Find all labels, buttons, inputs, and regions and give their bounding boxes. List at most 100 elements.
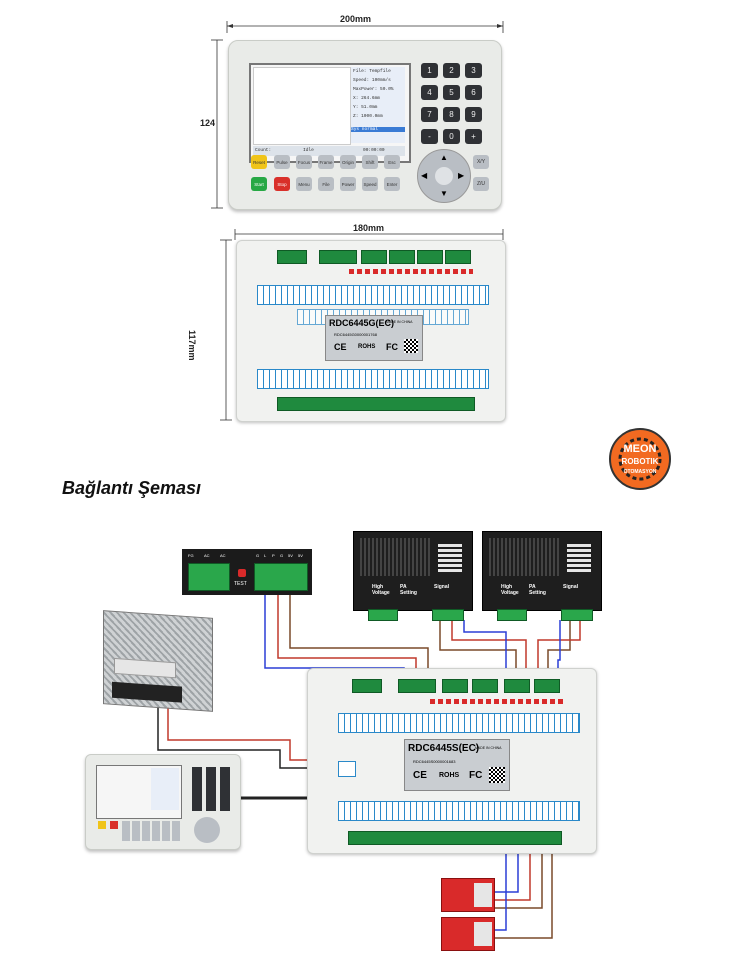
small-start-button[interactable] bbox=[98, 821, 106, 829]
top-terminal-6 bbox=[445, 250, 471, 264]
power-terminals-label-ac2: AC bbox=[220, 553, 226, 558]
board-width-label: 180mm bbox=[353, 223, 385, 233]
screen-file: File: Tempfile bbox=[353, 69, 391, 74]
focus-button[interactable]: Focus bbox=[296, 155, 312, 169]
top-board-made-in: MADE IN CHINA bbox=[386, 320, 413, 324]
direction-pad[interactable]: ▲ ▼ ◀ ▶ bbox=[417, 149, 471, 203]
logo-text-meon: MEON bbox=[624, 443, 657, 455]
main-top-terminal-1 bbox=[352, 679, 382, 693]
top-board: RDC6445G(EC) MADE IN CHINA RDC6445G00000… bbox=[236, 240, 506, 422]
shift-button[interactable]: Shift bbox=[362, 155, 378, 169]
key-2[interactable]: 2 bbox=[443, 63, 460, 78]
top-board-serial: RDC6445G0000001768 bbox=[334, 332, 377, 337]
main-board: RDC6445S(EC) MADE IN CHINA RDC6445S00000… bbox=[307, 668, 597, 854]
controller-panel-small bbox=[85, 754, 241, 850]
direction-pad-center[interactable] bbox=[435, 167, 453, 185]
top-terminal-1 bbox=[277, 250, 307, 264]
driver-1-high-voltage: High Voltage bbox=[372, 584, 390, 596]
key-minus[interactable]: - bbox=[421, 129, 438, 144]
psu-terminals bbox=[112, 681, 182, 703]
board-height-dimension bbox=[220, 239, 232, 421]
limit-switch-1-body bbox=[474, 883, 492, 907]
controller-screen: File: Tempfile Speed: 100mm/s MaxPower: … bbox=[249, 63, 411, 163]
frame-button[interactable]: Frame bbox=[318, 155, 334, 169]
driver-2-terminal-right bbox=[561, 609, 593, 621]
driver-2-pa-setting: PA Setting bbox=[529, 584, 546, 596]
logo-text-robotik: ROBOTIK bbox=[622, 457, 659, 466]
main-top-terminal-4 bbox=[472, 679, 498, 693]
small-direction-pad[interactable] bbox=[194, 817, 220, 843]
arrow-right-icon[interactable]: ▶ bbox=[458, 171, 465, 180]
xy-button[interactable]: X/Y bbox=[473, 155, 489, 169]
file-button[interactable]: File bbox=[318, 177, 334, 191]
screen-info-panel: File: Tempfile Speed: 100mm/s MaxPower: … bbox=[351, 67, 405, 143]
main-power-input bbox=[338, 761, 356, 777]
key-0[interactable]: 0 bbox=[443, 129, 460, 144]
screen-status-bar: Count: Idle 00:00:00 bbox=[253, 146, 405, 156]
main-board-model: RDC6445S(EC) bbox=[408, 743, 480, 754]
start-button[interactable]: Start bbox=[251, 177, 267, 191]
top-terminal-5 bbox=[417, 250, 443, 264]
pulse-button[interactable]: Pulse bbox=[274, 155, 290, 169]
screen-power: MaxPower: 50.0% bbox=[353, 87, 394, 92]
key-4[interactable]: 4 bbox=[421, 85, 438, 100]
top-board-print-row1 bbox=[257, 285, 489, 305]
arrow-up-icon[interactable]: ▲ bbox=[440, 153, 448, 162]
small-screen-info bbox=[151, 768, 179, 810]
controller-height-dimension bbox=[211, 39, 223, 209]
screen-y: Y: 51.0mm bbox=[353, 105, 378, 110]
key-8[interactable]: 8 bbox=[443, 107, 460, 122]
main-ce-mark: CE bbox=[413, 770, 427, 781]
stop-button[interactable]: Stop bbox=[274, 177, 290, 191]
top-board-print-row3 bbox=[257, 369, 489, 389]
key-6[interactable]: 6 bbox=[465, 85, 482, 100]
zu-button[interactable]: Z/U bbox=[473, 177, 489, 191]
ce-mark: CE bbox=[334, 342, 347, 352]
driver-2-dip-switch bbox=[567, 542, 591, 572]
test-label: TEST bbox=[234, 581, 247, 587]
controller-height-label: 124 bbox=[200, 118, 216, 128]
driver-2-terminal-left bbox=[497, 609, 527, 621]
driver-2-signal: Signal bbox=[563, 584, 579, 590]
menu-button[interactable]: Menu bbox=[296, 177, 312, 191]
key-5[interactable]: 5 bbox=[443, 85, 460, 100]
key-3[interactable]: 3 bbox=[465, 63, 482, 78]
signal-label-g: G bbox=[256, 553, 260, 558]
origin-button[interactable]: Origin bbox=[340, 155, 356, 169]
meon-logo: MEON ROBOTIK OTOMASYON bbox=[609, 428, 671, 490]
signal-label-l: L bbox=[264, 553, 267, 558]
esc-button[interactable]: Esc bbox=[384, 155, 400, 169]
key-plus[interactable]: + bbox=[465, 129, 482, 144]
test-button[interactable] bbox=[238, 569, 246, 577]
driver-1-terminal-right bbox=[432, 609, 464, 621]
board-width-dimension bbox=[234, 229, 504, 240]
screen-speed: Speed: 100mm/s bbox=[353, 78, 391, 83]
key-9[interactable]: 9 bbox=[465, 107, 482, 122]
small-function-keys bbox=[122, 821, 180, 841]
limit-switch-2 bbox=[441, 917, 495, 951]
key-7[interactable]: 7 bbox=[421, 107, 438, 122]
power-terminal bbox=[188, 563, 230, 591]
main-bottom-terminal-strip bbox=[348, 831, 562, 845]
signal-terminal bbox=[254, 563, 308, 591]
key-1[interactable]: 1 bbox=[421, 63, 438, 78]
small-stop-button[interactable] bbox=[110, 821, 118, 829]
stepper-driver-2: High Voltage PA Setting Signal bbox=[482, 531, 602, 611]
main-led-row bbox=[430, 699, 564, 704]
top-terminal-3 bbox=[361, 250, 387, 264]
speed-button[interactable]: Speed bbox=[362, 177, 378, 191]
arrow-down-icon[interactable]: ▼ bbox=[440, 189, 448, 198]
status-idle: Idle bbox=[303, 148, 314, 153]
arrow-left-icon[interactable]: ◀ bbox=[421, 171, 428, 180]
power-button[interactable]: Power bbox=[340, 177, 356, 191]
main-qr-code-icon bbox=[489, 767, 505, 783]
main-top-terminal-5 bbox=[504, 679, 530, 693]
screen-status: Sys normal bbox=[351, 127, 405, 132]
top-board-model: RDC6445G(EC) bbox=[329, 318, 395, 328]
driver-1-heatsink bbox=[360, 538, 430, 576]
signal-label-g2: G bbox=[280, 553, 284, 558]
small-keypad bbox=[192, 767, 232, 811]
enter-button[interactable]: Enter bbox=[384, 177, 400, 191]
driver-1-terminal-left bbox=[368, 609, 398, 621]
reset-button[interactable]: Reset bbox=[251, 155, 267, 169]
